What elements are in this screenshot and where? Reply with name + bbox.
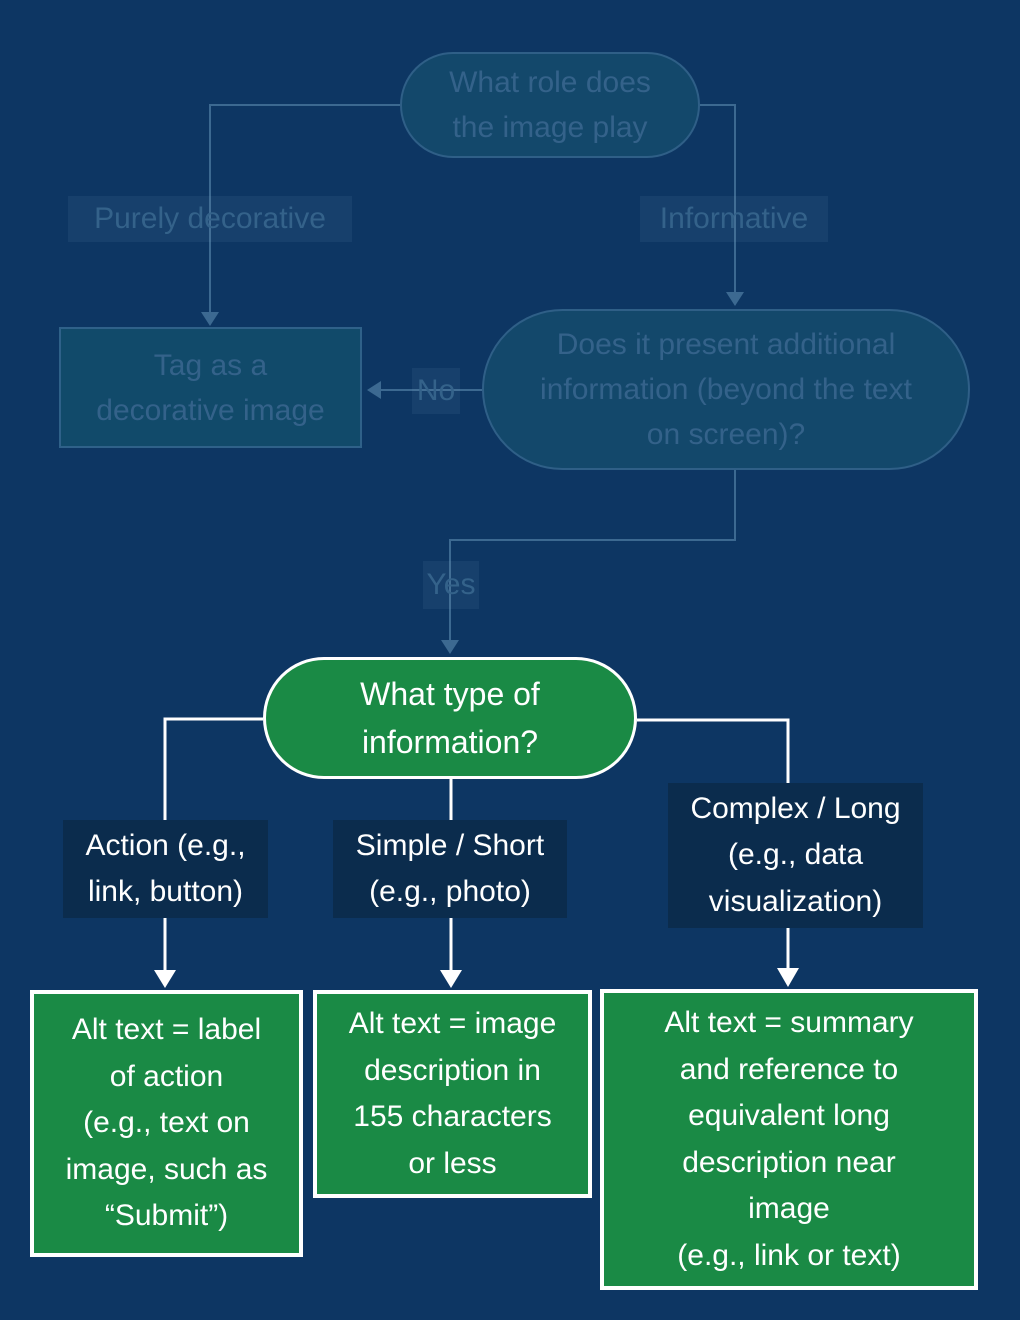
node-alt-text-complex: Alt text = summary and reference to equi… xyxy=(600,989,978,1290)
node-additional-info-question: Does it present additional information (… xyxy=(482,309,970,470)
node-alt-text-action: Alt text = label of action (e.g., text o… xyxy=(30,990,303,1257)
arrowhead-no xyxy=(367,381,381,399)
arrowhead-simple xyxy=(440,970,462,988)
connector-root-to-informative xyxy=(700,104,736,294)
branch-label-action: Action (e.g., link, button) xyxy=(63,820,268,918)
node-tag-decorative-image: Tag as a decorative image xyxy=(59,327,362,448)
arrowhead-decorative xyxy=(201,312,219,326)
branch-label-no: No xyxy=(412,368,460,414)
branch-label-simple-short: Simple / Short (e.g., photo) xyxy=(333,820,567,918)
arrowhead-action xyxy=(154,970,176,988)
node-root-question: What role does the image play xyxy=(400,52,700,158)
branch-label-purely-decorative: Purely decorative xyxy=(68,196,352,242)
arrowhead-informative xyxy=(726,292,744,306)
branch-label-yes: Yes xyxy=(423,561,479,609)
node-type-question: What type of information? xyxy=(263,657,637,779)
branch-label-informative: Informative xyxy=(640,196,828,242)
branch-label-complex-long: Complex / Long (e.g., data visualization… xyxy=(668,783,923,928)
node-alt-text-simple: Alt text = image description in 155 char… xyxy=(313,990,592,1198)
arrowhead-yes xyxy=(441,640,459,654)
arrowhead-complex xyxy=(777,968,799,987)
connector-yes xyxy=(449,470,736,642)
connector-root-to-decorative xyxy=(209,104,400,314)
